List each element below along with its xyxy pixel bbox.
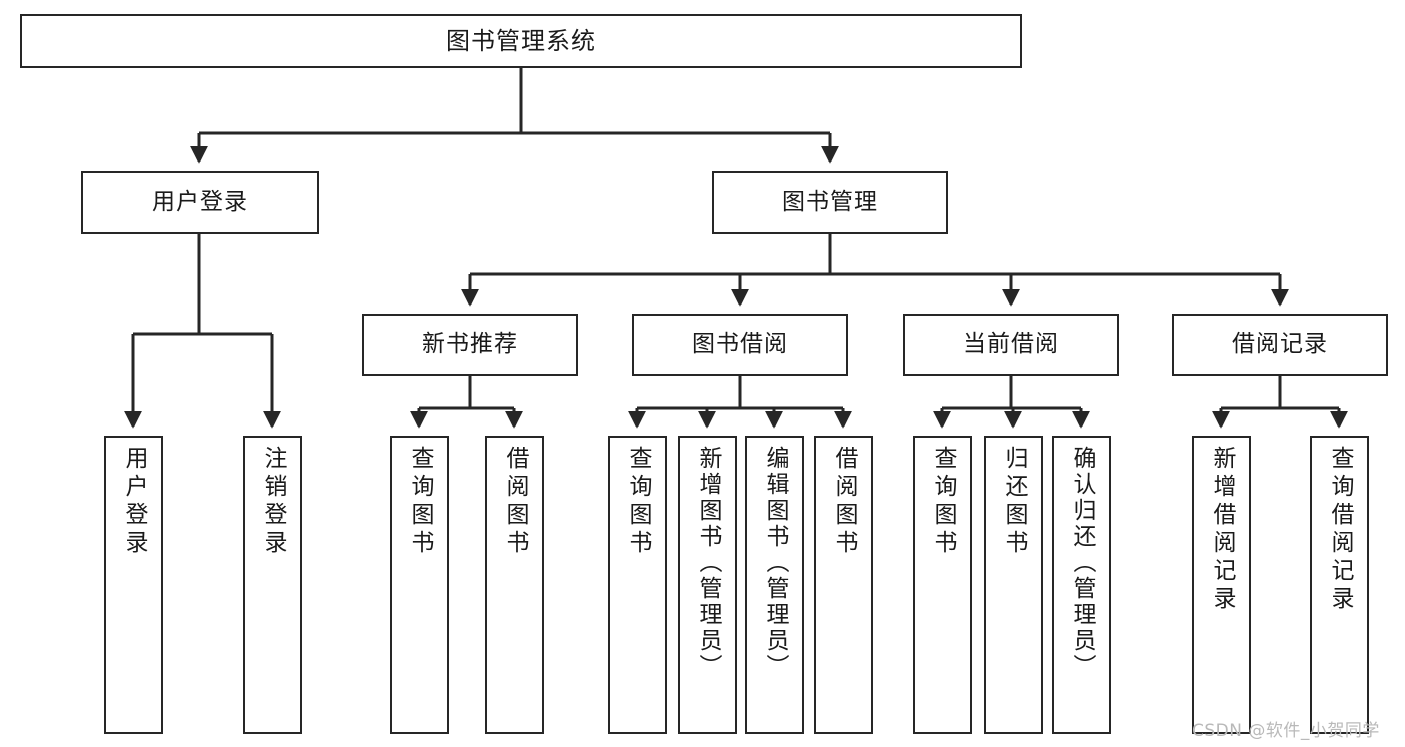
node-leaf-user-login[interactable]: 用户登录 (104, 436, 163, 734)
node-new-book-recommend[interactable]: 新书推荐 (362, 314, 578, 376)
node-leaf-borrow-book-2[interactable]: 借阅图书 (814, 436, 873, 734)
node-leaf-query-book-3-label: 查询图书 (930, 446, 956, 558)
node-leaf-query-record[interactable]: 查询借阅记录 (1310, 436, 1369, 734)
node-leaf-query-book-2-label: 查询图书 (625, 446, 651, 558)
node-leaf-query-book-1-label: 查询图书 (407, 446, 433, 558)
node-user-login-label: 用户登录 (152, 188, 248, 215)
node-borrow-record-label: 借阅记录 (1232, 331, 1328, 358)
node-leaf-add-record[interactable]: 新增借阅记录 (1192, 436, 1251, 734)
node-book-manage-label: 图书管理 (782, 188, 878, 215)
node-leaf-confirm-return[interactable]: 确认归还（管理员） (1052, 436, 1111, 734)
node-leaf-add-record-label: 新增借阅记录 (1209, 446, 1235, 614)
node-current-borrow[interactable]: 当前借阅 (903, 314, 1119, 376)
node-book-borrow-label: 图书借阅 (692, 331, 788, 358)
node-leaf-add-book[interactable]: 新增图书（管理员） (678, 436, 737, 734)
node-new-book-recommend-label: 新书推荐 (422, 331, 518, 358)
node-leaf-query-book-1[interactable]: 查询图书 (390, 436, 449, 734)
node-leaf-user-logout-label: 注销登录 (260, 446, 286, 558)
node-root-label: 图书管理系统 (446, 26, 596, 55)
node-current-borrow-label: 当前借阅 (963, 331, 1059, 358)
node-leaf-confirm-return-label: 确认归还（管理员） (1069, 446, 1095, 680)
node-leaf-query-book-2[interactable]: 查询图书 (608, 436, 667, 734)
node-leaf-query-book-3[interactable]: 查询图书 (913, 436, 972, 734)
csdn-watermark: CSDN @软件_小贺同学 (1192, 721, 1380, 741)
node-root[interactable]: 图书管理系统 (20, 14, 1022, 68)
node-book-borrow[interactable]: 图书借阅 (632, 314, 848, 376)
node-book-manage[interactable]: 图书管理 (712, 171, 948, 234)
node-leaf-add-book-label: 新增图书（管理员） (695, 446, 721, 680)
node-leaf-return-book-label: 归还图书 (1001, 446, 1027, 558)
node-leaf-borrow-book-1-label: 借阅图书 (502, 446, 528, 558)
node-leaf-borrow-book-1[interactable]: 借阅图书 (485, 436, 544, 734)
node-leaf-user-login-label: 用户登录 (121, 446, 147, 558)
node-leaf-query-record-label: 查询借阅记录 (1327, 446, 1353, 614)
node-leaf-edit-book-label: 编辑图书（管理员） (762, 446, 788, 680)
node-borrow-record[interactable]: 借阅记录 (1172, 314, 1388, 376)
node-leaf-user-logout[interactable]: 注销登录 (243, 436, 302, 734)
node-leaf-borrow-book-2-label: 借阅图书 (831, 446, 857, 558)
node-user-login[interactable]: 用户登录 (81, 171, 319, 234)
node-leaf-edit-book[interactable]: 编辑图书（管理员） (745, 436, 804, 734)
node-leaf-return-book[interactable]: 归还图书 (984, 436, 1043, 734)
